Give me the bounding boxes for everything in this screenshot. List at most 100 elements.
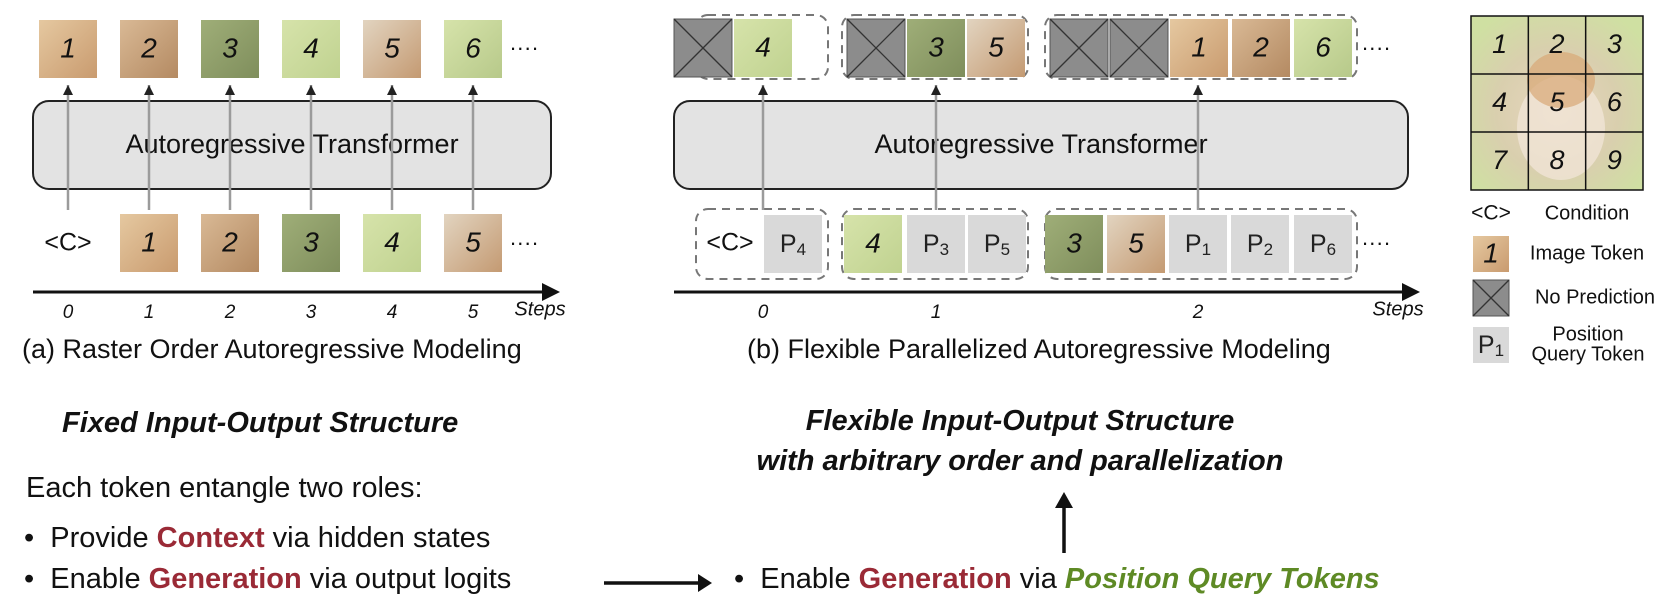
output-token-a: 4	[282, 20, 340, 78]
image-token-number: 3	[928, 31, 944, 62]
output-token-a: 2	[120, 20, 178, 78]
output-token-a: 1	[39, 20, 97, 78]
image-token-number: 5	[1128, 227, 1144, 258]
query-subscript: 5	[1001, 240, 1010, 259]
axis-label-b: Steps	[1372, 298, 1423, 320]
output-token-b: 1	[1170, 19, 1228, 77]
step-label-b: 1	[931, 302, 942, 323]
transformer-label-b: Autoregressive Transformer	[874, 129, 1207, 159]
image-token-number: 5	[465, 226, 481, 257]
dashed-group-box	[1044, 14, 1358, 80]
step-label-a: 2	[224, 302, 236, 323]
arrow-head	[63, 85, 73, 95]
left-bullet-context: • Provide Context via hidden states	[24, 522, 490, 555]
input-token-a: 3	[282, 214, 340, 272]
query-main: P	[1185, 230, 1202, 258]
grid-cell-number: 7	[1492, 145, 1508, 175]
output-token-b: 6	[1294, 19, 1352, 77]
arrow-head	[306, 85, 316, 95]
dashed-group-box	[695, 208, 829, 280]
image-token-fill	[1045, 215, 1103, 273]
step-label-a: 1	[144, 302, 155, 323]
bullet-text-pre: Enable	[760, 563, 859, 595]
bullet-text-post: via output logits	[301, 563, 512, 595]
bullet-text-pre: Enable	[50, 563, 149, 595]
position-query-token: P5	[968, 215, 1026, 273]
cross-line	[1472, 279, 1510, 317]
legend-no-prediction-label: No Prediction	[1535, 286, 1655, 308]
legend-dog-body	[1517, 76, 1605, 180]
image-token-fill	[282, 20, 340, 78]
grid-cell-number: 4	[1492, 87, 1507, 117]
axis-arrow-head	[542, 283, 560, 301]
caption-panel-b: (b) Flexible Parallelized Autoregressive…	[747, 334, 1331, 364]
grid-cell-number: 2	[1548, 29, 1564, 59]
query-subscript: 3	[940, 240, 949, 259]
step-label-a: 5	[468, 302, 479, 323]
image-token-fill	[201, 214, 259, 272]
axis-arrow-head	[1402, 283, 1420, 301]
image-token-number: 1	[1483, 237, 1499, 268]
cross-line	[846, 18, 906, 78]
legend-image-token-label: Image Token	[1530, 242, 1644, 264]
axis-label-a: Steps	[514, 298, 565, 320]
position-query-token: P6	[1294, 215, 1352, 273]
no-prediction-token	[846, 18, 906, 78]
image-token-fill	[907, 19, 965, 77]
query-token-label: P1	[1478, 331, 1504, 361]
query-token-fill	[968, 215, 1026, 273]
transformer-label-a: Autoregressive Transformer	[125, 129, 458, 159]
cross-line	[1109, 18, 1169, 78]
image-token-number: 4	[303, 32, 319, 63]
image-token-number: 3	[303, 226, 319, 257]
output-token-b: 3	[907, 19, 965, 77]
query-token-label: P2	[1247, 230, 1273, 260]
no-prediction-token	[673, 18, 733, 78]
input-token-a: 4	[363, 214, 421, 272]
right-subtitle-line1: Flexible Input-Output Structure	[805, 405, 1235, 437]
query-token-fill	[1473, 327, 1509, 363]
step-label-a: 3	[306, 302, 317, 323]
bullet-dot: •	[734, 563, 745, 595]
query-token-label: P5	[984, 230, 1010, 260]
cross-line	[673, 18, 733, 78]
image-token-number: 1	[60, 32, 76, 63]
query-subscript: 1	[1202, 240, 1211, 259]
query-token-label: P4	[780, 230, 806, 260]
left-subtitle: Fixed Input-Output Structure	[62, 407, 459, 439]
arrow-head	[931, 85, 941, 95]
image-token-fill	[967, 19, 1025, 77]
image-token-fill	[734, 19, 792, 77]
no-prediction-token	[1472, 279, 1510, 317]
image-token-fill	[120, 20, 178, 78]
image-token-number: 6	[465, 32, 481, 63]
ellipsis-top-b: ····	[1361, 35, 1390, 60]
bullet-text-post: via hidden states	[264, 522, 491, 554]
transformer-box-a	[32, 100, 552, 190]
left-intro: Each token entangle two roles:	[26, 472, 423, 504]
query-subscript: 2	[1264, 240, 1273, 259]
bullet-text-pre: Provide	[50, 522, 157, 554]
cross-line	[1049, 18, 1109, 78]
query-token-fill	[1294, 215, 1352, 273]
query-subscript: 6	[1327, 240, 1336, 259]
image-token-number: 1	[141, 226, 157, 257]
image-token-number: 2	[221, 226, 238, 257]
condition-token-a: <C>	[44, 229, 91, 257]
image-token-fill	[444, 214, 502, 272]
image-token-fill	[1107, 215, 1165, 273]
position-query-token: P2	[1231, 215, 1289, 273]
image-token-number: 2	[140, 32, 157, 63]
input-token-a: 5	[444, 214, 502, 272]
caption-panel-a: (a) Raster Order Autoregressive Modeling	[22, 334, 522, 364]
bullet-text-mid: via	[1011, 563, 1065, 595]
image-token-fill	[1232, 19, 1290, 77]
grid-cell-number: 3	[1607, 29, 1622, 59]
image-token-fill	[1473, 236, 1509, 272]
no-prediction-token	[1109, 18, 1169, 78]
position-query-token: P1	[1169, 215, 1227, 273]
output-token-a: 5	[363, 20, 421, 78]
left-bullet-generation: • Enable Generation via output logits	[24, 563, 511, 596]
legend-condition-symbol: <C>	[1471, 202, 1511, 225]
image-token-number: 3	[1066, 227, 1082, 258]
